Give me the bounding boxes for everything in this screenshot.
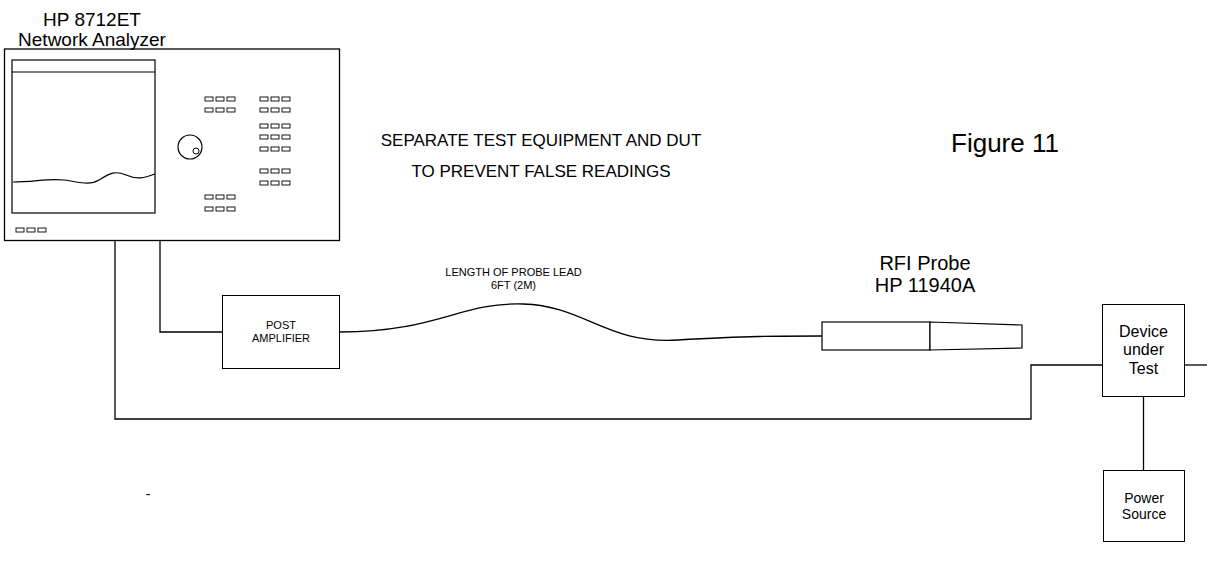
cable (160, 241, 222, 332)
key (205, 97, 213, 101)
key (282, 181, 290, 185)
key (260, 108, 268, 112)
key (260, 181, 268, 185)
key (282, 97, 290, 101)
key (282, 124, 290, 128)
knob-dot (193, 148, 199, 154)
key (260, 169, 268, 173)
key (271, 147, 279, 151)
trace (13, 173, 155, 183)
key (282, 147, 290, 151)
cable (115, 241, 1102, 419)
probe-cable (340, 304, 822, 340)
key (271, 169, 279, 173)
key (271, 181, 279, 185)
key (271, 124, 279, 128)
screen (12, 60, 155, 213)
output-wire (1185, 364, 1207, 365)
note-text: TO PREVENT FALSE READINGS (341, 162, 741, 182)
probe-tip (930, 322, 1022, 350)
key (27, 228, 35, 232)
key (260, 147, 268, 151)
key (271, 97, 279, 101)
analyzer-case (5, 49, 340, 241)
analyzer-node: HP 8712ET Network Analyzer (4, 10, 340, 241)
key (216, 108, 224, 112)
screen-line (12, 71, 155, 72)
key (216, 195, 224, 199)
key (216, 207, 224, 211)
probe-body (822, 322, 930, 350)
cable (1143, 397, 1144, 470)
key (260, 97, 268, 101)
key (205, 207, 213, 211)
note-text: SEPARATE TEST EQUIPMENT AND DUT (341, 131, 741, 151)
process-box: POST AMPLIFIER (222, 295, 340, 369)
note-text: - (140, 486, 156, 503)
key (216, 97, 224, 101)
key (271, 108, 279, 112)
key (38, 228, 46, 232)
key (282, 108, 290, 112)
key (227, 97, 235, 101)
process-box: Device under Test (1102, 304, 1185, 397)
box-label: Power Source (1113, 490, 1175, 522)
box-label: Device under Test (1113, 323, 1175, 378)
key (205, 108, 213, 112)
key (260, 135, 268, 139)
knob (178, 135, 202, 159)
device-title: HP 8712ET Network Analyzer (12, 10, 172, 50)
key (16, 228, 24, 232)
key (227, 207, 235, 211)
device-title: RFI Probe HP 11940A (865, 252, 985, 296)
box-label: POST AMPLIFIER (245, 319, 317, 344)
key (205, 195, 213, 199)
process-box: Power Source (1103, 470, 1185, 542)
key (260, 124, 268, 128)
key (282, 135, 290, 139)
key (282, 169, 290, 173)
cable-label: LENGTH OF PROBE LEAD 6FT (2M) (444, 266, 584, 292)
key (271, 135, 279, 139)
probe-node: RFI Probe HP 11940A (820, 250, 1030, 352)
key (227, 108, 235, 112)
figure-number: Figure 11 (930, 128, 1080, 159)
key (227, 195, 235, 199)
